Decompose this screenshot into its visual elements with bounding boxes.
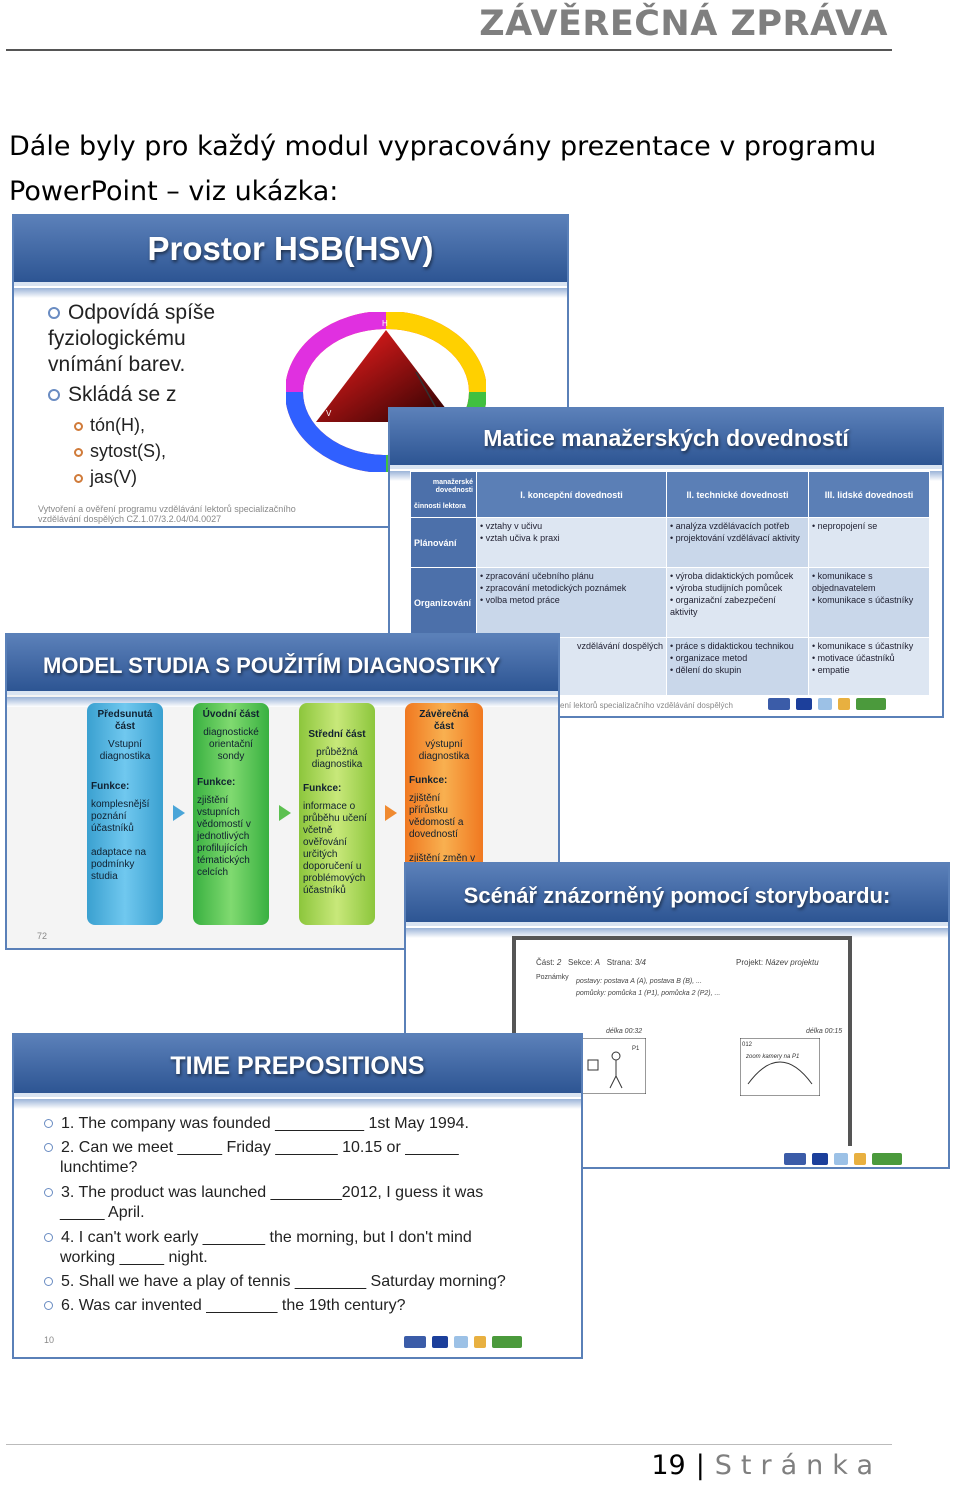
arrow-right-icon (173, 805, 185, 821)
storyboard-frame-1: P1 (576, 1038, 646, 1094)
matrix-row-header: Organizování (410, 567, 477, 638)
slide-footer: Vytvoření a ověření programu vzdělávání … (38, 504, 296, 524)
matrix-corner: manažerské dovednosti činnosti lektora (410, 471, 477, 518)
slide-title: Matice manažerských dovedností (390, 409, 942, 469)
subbullet: tón(H), (74, 412, 145, 438)
eu-logos (404, 1335, 522, 1349)
matrix-cell: • komunikace s účastníky • motivace účas… (808, 637, 930, 696)
exercise-line: 2. Can we meet _____ Friday _______ 10.1… (44, 1138, 459, 1158)
eu-logos (768, 697, 886, 711)
intro-paragraph: Dále byly pro každý modul vypracovány pr… (9, 131, 877, 207)
slide-title: TIME PREPOSITIONS (14, 1035, 581, 1097)
slide-title: MODEL STUDIA S POUŽITÍM DIAGNOSTIKY (7, 635, 558, 695)
matrix-cell: • výroba didaktických pomůcek • výroba s… (666, 567, 809, 638)
matrix-col-header: III. lidské dovednosti (808, 471, 930, 518)
slide-footer: ení lektorů specializačního vzdělávání d… (560, 701, 733, 710)
exercise-line: 4. I can't work early _______ the mornin… (44, 1228, 472, 1248)
svg-text:V: V (326, 409, 332, 418)
exercise-line: 5. Shall we have a play of tennis ______… (44, 1272, 506, 1292)
svg-text:012: 012 (742, 1042, 753, 1048)
svg-text:zoom kamery na P1: zoom kamery na P1 (745, 1054, 799, 1060)
slide-title: Prostor HSB(HSV) (14, 216, 567, 286)
matrix-cell: • vztahy v učivu • vztah učiva k praxi (476, 517, 667, 568)
eu-logos (784, 1152, 902, 1166)
bullet: Odpovídá spíše fyziologickému vnímání ba… (48, 301, 216, 376)
report-header-title: ZÁVĚREČNÁ ZPRÁVA (479, 4, 888, 44)
header-rule (6, 49, 892, 51)
svg-text:P1: P1 (632, 1046, 640, 1052)
matrix-cell: • komunikace s objednavatelem • komunika… (808, 567, 930, 638)
slide-page-number: 72 (37, 931, 48, 941)
matrix-cell: • analýza vzdělávacích potřeb • projekto… (666, 517, 809, 568)
exercise-line: lunchtime? (60, 1159, 138, 1176)
footer-rule (6, 1444, 892, 1445)
matrix-col-header: I. koncepční dovednosti (476, 471, 667, 518)
exercise-line: _____ April. (60, 1204, 145, 1221)
exercise-line: 1. The company was founded __________ 1s… (44, 1114, 469, 1134)
slide-hsb: Prostor HSB(HSV) Odpovídá spíše fyziolog… (12, 214, 569, 528)
svg-text:H: H (382, 319, 388, 328)
storyboard-frame-2: 012 zoom kamery na P1 (740, 1038, 820, 1096)
model-column-preliminary: Předsunutá část Vstupní diagnostika Funk… (87, 703, 163, 925)
arrow-right-icon (385, 805, 397, 821)
subbullet: jas(V) (74, 464, 137, 490)
subbullet: sytost(S), (74, 438, 166, 464)
matrix-cell: • zpracování učebního plánu • zpracování… (476, 567, 667, 638)
page-number: 19|Stránka (651, 1450, 882, 1481)
exercise-line: working _____ night. (60, 1249, 208, 1266)
slide-time-prepositions: TIME PREPOSITIONS 1. The company was fou… (12, 1033, 583, 1359)
exercise-line: 6. Was car invented ________ the 19th ce… (44, 1296, 406, 1316)
model-column-middle: Střední část průběžná diagnostika Funkce… (299, 703, 375, 925)
matrix-row-header: Plánování (410, 517, 477, 568)
skills-matrix-table: manažerské dovednosti činnosti lektora I… (410, 471, 930, 696)
exercise-line: 3. The product was launched ________2012… (44, 1183, 483, 1203)
bullet: Skládá se z (48, 382, 177, 408)
matrix-col-header: II. technické dovednosti (666, 471, 809, 518)
model-column-intro: Úvodní část diagnostické orientační sond… (193, 703, 269, 925)
matrix-cell: • práce s didaktickou technikou • organi… (666, 637, 809, 696)
matrix-cell: • nepropojení se (808, 517, 930, 568)
slide-title: Scénář znázorněný pomocí storyboardu: (406, 864, 948, 926)
arrow-right-icon (279, 805, 291, 821)
slide-page-number: 10 (44, 1335, 55, 1345)
